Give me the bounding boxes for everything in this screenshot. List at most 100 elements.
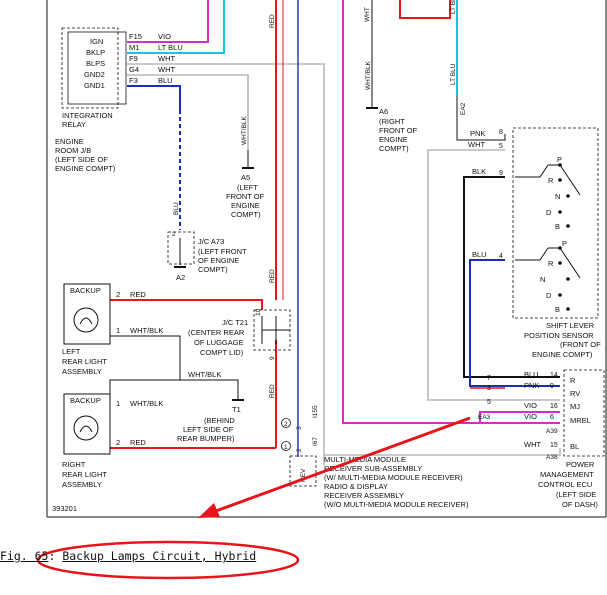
- sensor-wire-pnk: PNK: [470, 129, 485, 138]
- left-lamp-red: RED: [130, 290, 146, 299]
- ea2-label: EA2: [460, 102, 467, 115]
- sensor-label-3: (FRONT OF: [560, 340, 601, 349]
- t21-loc-1: (CENTER REAR: [188, 328, 245, 337]
- ecu-wire-pnk: PNK: [524, 381, 539, 390]
- drawing-number: 393201: [52, 504, 77, 513]
- pin-2: 2: [296, 448, 303, 452]
- ecu-wire-blu: BLU: [524, 370, 539, 379]
- rev-label: REV: [300, 468, 307, 482]
- mm-line-1: MULTI-MEDIA MODULE: [324, 455, 406, 464]
- ecu-term-mrel: MREL: [570, 416, 591, 425]
- a6-loc-3: ENGINE: [379, 135, 408, 144]
- ecu-pin-3: 3: [487, 385, 491, 392]
- sw2-b: B: [555, 305, 560, 314]
- t1-loc-3: REAR BUMPER): [177, 434, 235, 443]
- a6-loc-4: COMPT): [379, 144, 409, 153]
- a73-loc-2: OF ENGINE: [198, 256, 239, 265]
- red-label-low: RED: [269, 384, 276, 398]
- right-lamp-red: RED: [130, 438, 146, 447]
- mm-line-3: (W/ MULTI-MEDIA MODULE RECEIVER): [324, 473, 463, 482]
- ecu-label-3: CONTROL ECU: [538, 480, 592, 489]
- conn-i67: I67: [312, 437, 319, 446]
- left-lamp-pin1: 1: [116, 326, 120, 335]
- ecu-wire-vio-1: VIO: [524, 401, 537, 410]
- a73-name: J/C A73: [198, 237, 224, 246]
- t21-loc-3: COMPT LID): [200, 348, 244, 357]
- sw2-r: R: [548, 259, 554, 268]
- ecu-label-5: OF DASH): [562, 500, 598, 509]
- t1-loc-2: LEFT SIDE OF: [183, 425, 234, 434]
- wire-ltblu: LT BLU: [158, 43, 183, 52]
- a6-wire-label: WHT/BLK: [365, 60, 372, 90]
- figure-number: Fig. 65: [0, 549, 49, 563]
- a73-wire-label: BLU: [173, 202, 180, 215]
- a5-loc-1: (LEFT: [237, 183, 258, 192]
- right-lamp-pin2: 2: [116, 438, 120, 447]
- ecu-a39: A39: [546, 428, 558, 435]
- sensor-wire-blk: BLK: [472, 167, 486, 176]
- t21-loc-2: OF LUGGAGE: [194, 338, 244, 347]
- ecu-num-9: 9: [550, 383, 554, 390]
- t21-pin-9: 9: [269, 356, 276, 360]
- sw1-n: N: [555, 192, 560, 201]
- t21-name: J/C T21: [222, 318, 248, 327]
- shift-lever-sensor: 8 5 9 4 PNK WHT BLK BLU P R N D B P: [468, 127, 601, 359]
- circled-markers: 2 1 3 2 I155 I67: [281, 405, 319, 452]
- relay-loc-2: ROOM J/B: [55, 146, 91, 155]
- a73-loc-1: (LEFT FRONT: [198, 247, 247, 256]
- wire-vio: VIO: [158, 32, 171, 41]
- mm-line-2: RECEIVER SUB-ASSEMBLY: [324, 464, 422, 473]
- diagram-border: [46, 0, 607, 518]
- ecu-label-4: (LEFT SIDE: [556, 490, 596, 499]
- a5-loc-2: FRONT OF: [226, 192, 265, 201]
- ecu-ea3: EA3: [478, 414, 491, 421]
- sensor-label-1: SHIFT LEVER: [546, 321, 595, 330]
- circle-2: 2: [284, 421, 288, 428]
- sw1-p: P: [557, 155, 562, 164]
- ecu-pin-5: 5: [487, 399, 491, 406]
- left-lamp-wb: WHT/BLK: [130, 326, 163, 335]
- wht-top-label: WHT: [364, 7, 371, 22]
- red-label-mid: RED: [269, 269, 276, 283]
- ground-t1: WHT/BLK T1 (BEHIND LEFT SIDE OF REAR BUM…: [177, 370, 244, 443]
- arrow-head-icon: [198, 503, 220, 518]
- left-lamp-label-2: REAR LIGHT: [62, 357, 107, 366]
- left-lamp-label-3: ASSEMBLY: [62, 367, 102, 376]
- mm-line-6: (W/O MULTI-MEDIA MODULE RECEIVER): [324, 500, 469, 509]
- wires: [109, 0, 561, 465]
- relay-pin-gnd1: GND1: [84, 81, 105, 90]
- ltblu-top-label: LT BLU: [450, 0, 457, 14]
- relay-loc-1: ENGINE: [55, 137, 84, 146]
- annotation: [36, 416, 471, 580]
- junction-t21: 10 9 J/C T21 (CENTER REAR OF LUGGAGE COM…: [188, 308, 291, 360]
- mm-line-5: RECEIVER ASSEMBLY: [324, 491, 404, 500]
- relay-pin-ign: IGN: [90, 37, 103, 46]
- relay-term-f9: F9: [129, 54, 138, 63]
- ecu-term-mj: MJ: [570, 402, 580, 411]
- t1-wire: WHT/BLK: [188, 370, 221, 379]
- ecu-label-1: POWER: [566, 460, 595, 469]
- t1-loc-1: (BEHIND: [204, 416, 235, 425]
- sensor-label-2: POSITION SENSOR: [524, 331, 594, 340]
- sw2-n: N: [540, 275, 545, 284]
- ecu-num-16: 16: [550, 403, 558, 410]
- ecu-wire-wht: WHT: [524, 440, 541, 449]
- a5-loc-3: ENGINE: [231, 201, 260, 210]
- t21-pin-10: 10: [255, 308, 262, 316]
- splice-a5: WHT/BLK A5 (LEFT FRONT OF ENGINE COMPT): [226, 115, 265, 219]
- sw2-d: D: [546, 291, 552, 300]
- figure-title: Backup Lamps Circuit, Hybrid: [62, 549, 257, 563]
- ecu-pin-7: 7: [487, 375, 491, 382]
- relay-term-g4: G4: [129, 65, 139, 74]
- figure-caption: Fig. 65: Backup Lamps Circuit, Hybrid: [0, 549, 257, 563]
- relay-term-m1: M1: [129, 43, 139, 52]
- a6-loc-1: (RIGHT: [379, 117, 405, 126]
- wire-wht-1: WHT: [158, 54, 175, 63]
- conn-i155: I155: [312, 405, 319, 418]
- top-labels: RED RED RED WHT LT BLU LT BLU EA2: [269, 0, 467, 398]
- a73-ground: A2: [176, 273, 185, 282]
- red-label-top: RED: [269, 14, 276, 28]
- ecu-num-14: 14: [550, 372, 558, 379]
- ecu-term-bl: BL: [570, 442, 579, 451]
- relay-pin-bklp: BKLP: [86, 48, 105, 57]
